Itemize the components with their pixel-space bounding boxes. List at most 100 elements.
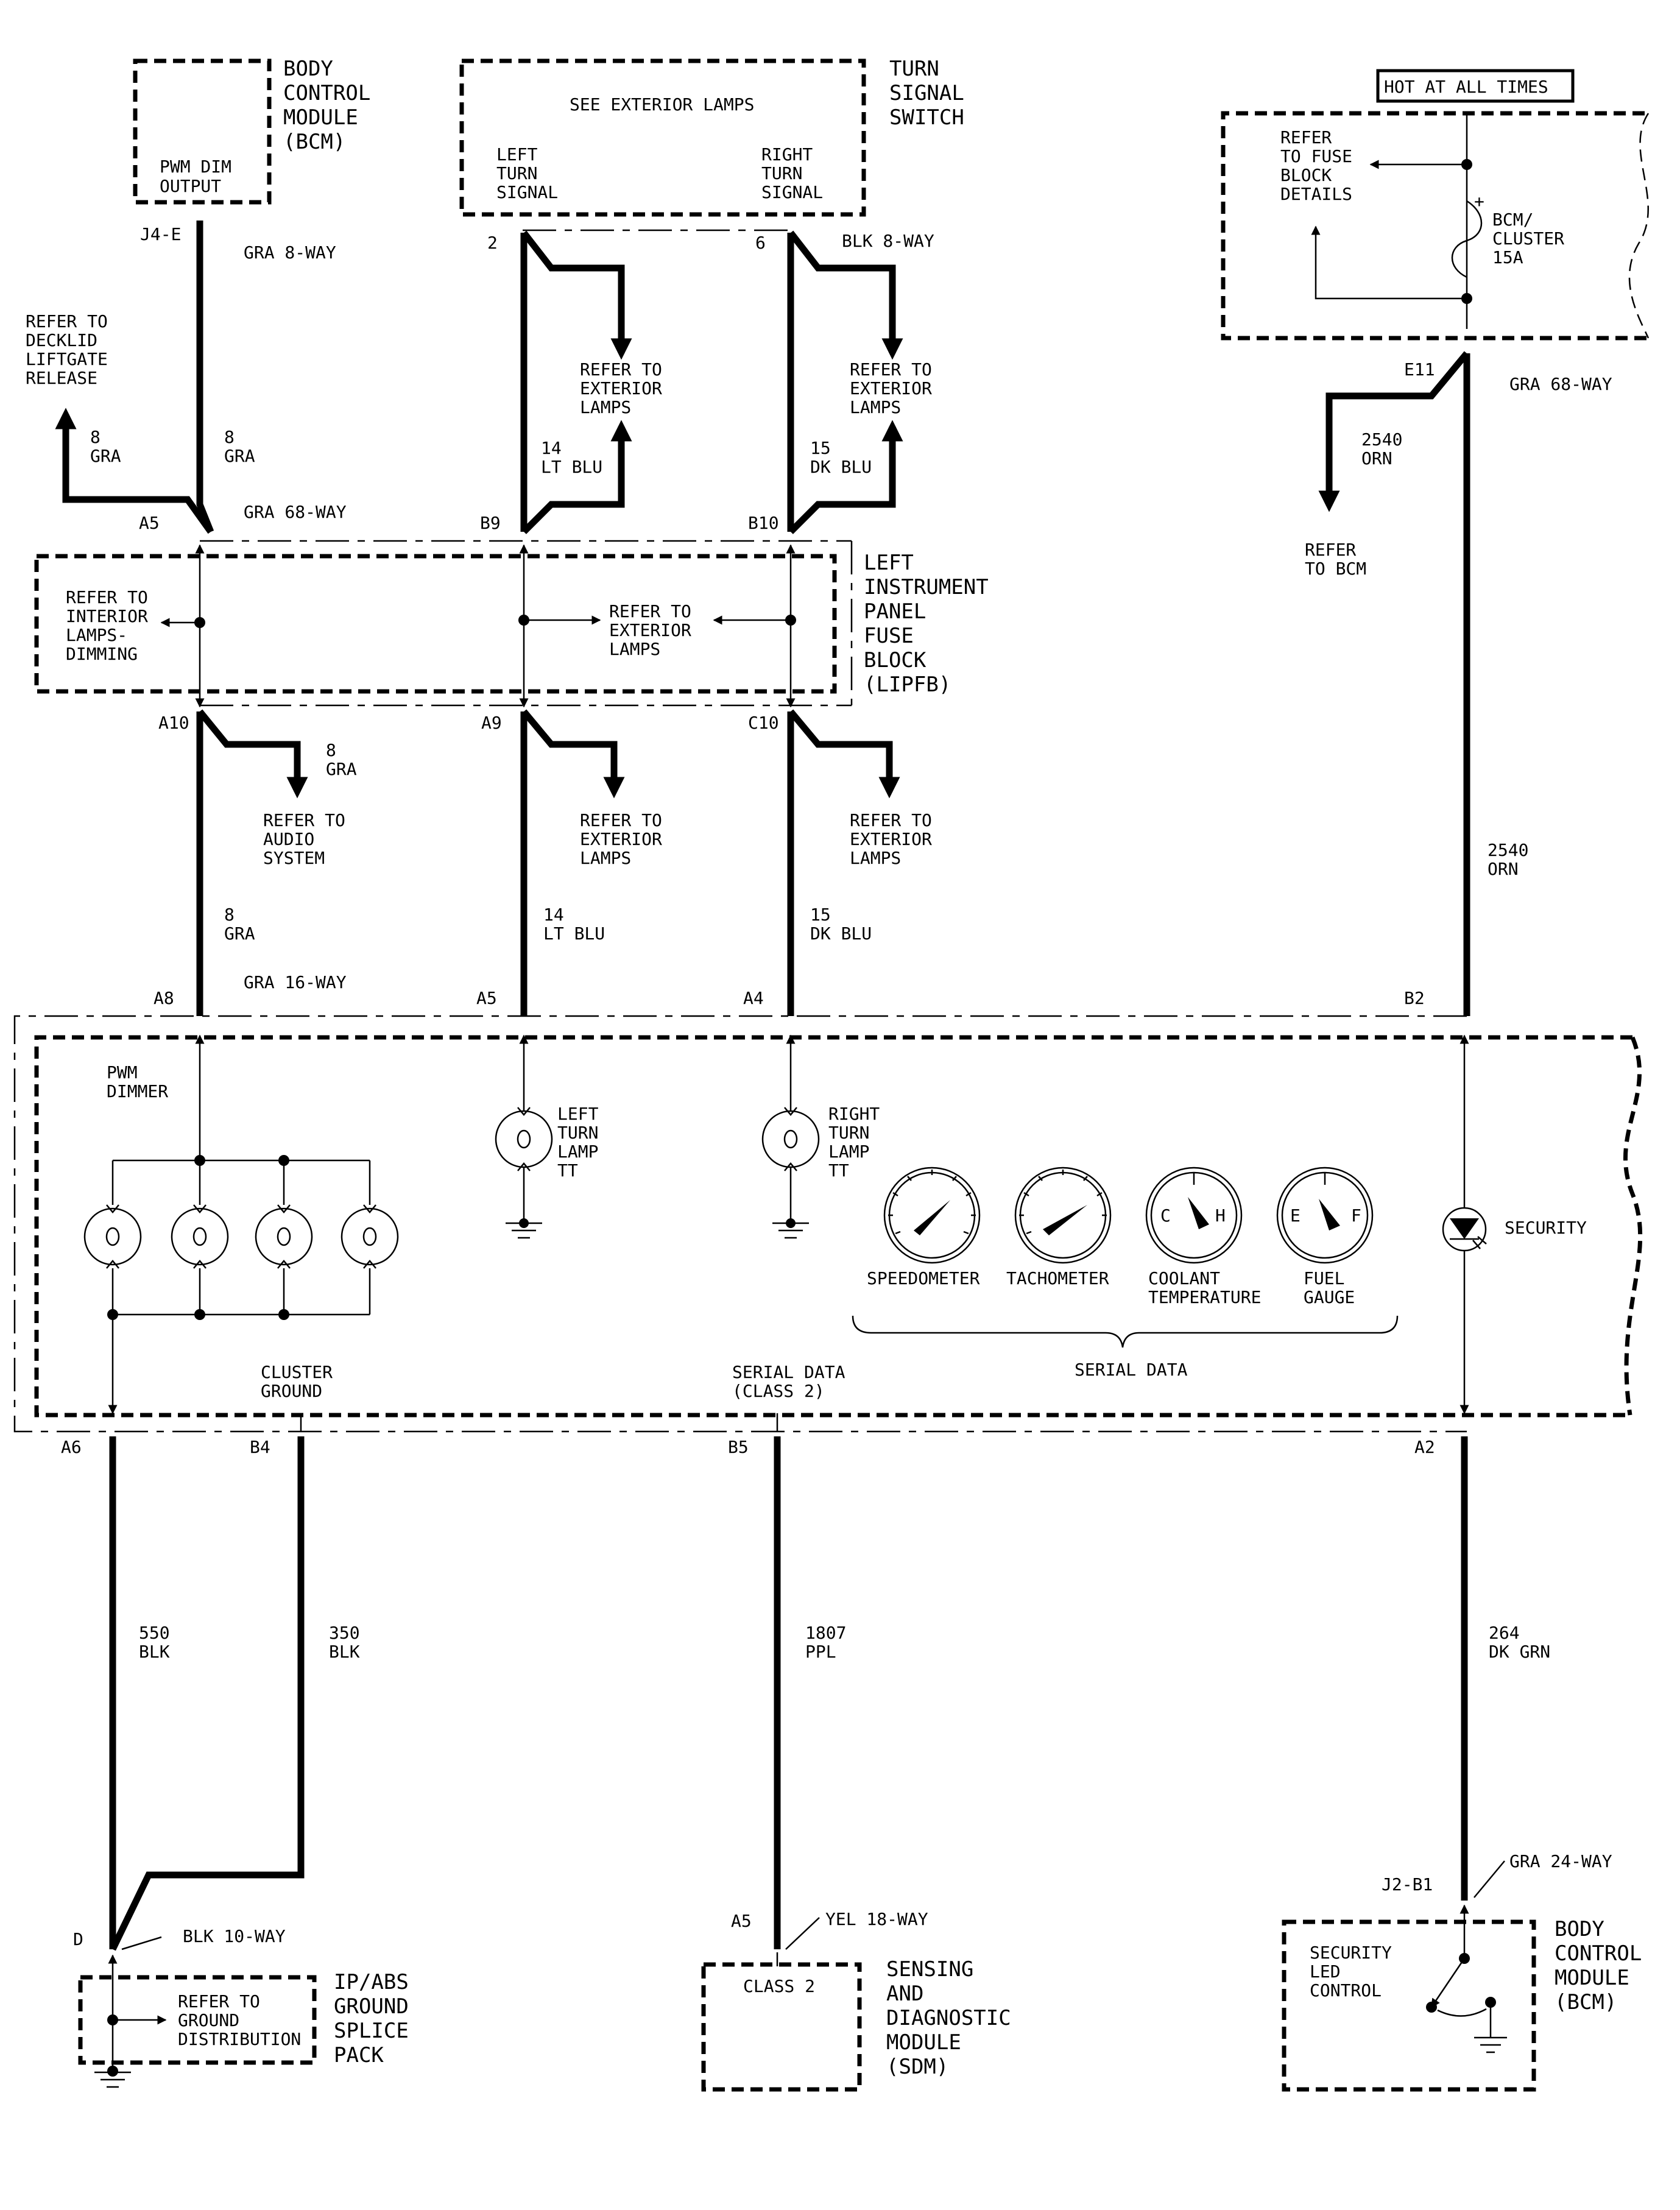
fuse-pin: E11: [1404, 359, 1435, 380]
refer-audio-3: SYSTEM: [263, 848, 325, 868]
serial-data-label: SERIAL DATA: [1075, 1360, 1188, 1380]
turn-signal-switch: SEE EXTERIOR LAMPS LEFT TURN SIGNAL RIGH…: [459, 57, 964, 253]
ground-title-4: PACK: [334, 2043, 384, 2067]
lamp-icon: [341, 1160, 399, 1315]
sdm-module: A5 YEL 18-WAY CLASS 2 SENSING AND DIAGNO…: [701, 1909, 1011, 2092]
instrument-cluster: A8 A5 A4 B2 GRA 16-WAY PWM DIMMER: [13, 972, 1643, 1457]
refer-decklid-4: RELEASE: [26, 368, 97, 388]
security-label: SECURITY: [1505, 1218, 1587, 1238]
cluster-ground-2: GROUND: [261, 1381, 322, 1401]
lamp-icon: [83, 1160, 142, 1315]
fuel-gauge-icon: [1276, 1167, 1374, 1264]
refer-ext-mid-1: REFER TO: [609, 601, 691, 621]
bcm-top-conn: GRA 8-WAY: [244, 242, 336, 263]
cluster-conn: GRA 16-WAY: [244, 972, 347, 992]
speedometer-icon: [883, 1167, 981, 1264]
turn-switch-right-2: TURN: [761, 163, 802, 183]
gauge-fuel-2: GAUGE: [1304, 1287, 1355, 1307]
switch-icon: [1430, 1958, 1466, 2008]
refer-ext-a-3: LAMPS: [580, 397, 631, 417]
class2-2: (CLASS 2): [732, 1381, 825, 1401]
right-turn-lamp-icon: [761, 1034, 820, 1239]
wire-15-b-color: DK BLU: [810, 923, 872, 944]
wire-8-gra-b-num: 8: [224, 427, 235, 447]
lipfb-pin-a5: A5: [139, 513, 160, 533]
gauge-mark-e: E: [1290, 1206, 1301, 1226]
refer-bcm-1: REFER: [1305, 540, 1356, 560]
cluster-pin-a2: A2: [1414, 1437, 1435, 1457]
refer-ext-d-3: LAMPS: [850, 848, 901, 868]
wire-8-gra-a-num: 8: [90, 427, 101, 447]
wire-350-color: BLK: [329, 1642, 360, 1662]
cluster-pin-a4: A4: [743, 988, 764, 1008]
pwm-dimmer-2: DIMMER: [107, 1081, 168, 1101]
security-led-icon: [1442, 1207, 1487, 1252]
sdm-conn: YEL 18-WAY: [825, 1909, 928, 1929]
sdm-title-1: SENSING: [886, 1957, 973, 1982]
left-tt-4: TT: [557, 1160, 578, 1181]
wire-15-b-num: 15: [810, 905, 831, 925]
wire-14-a-num: 14: [541, 438, 562, 458]
bcm-bot-box-3: CONTROL: [1310, 1980, 1382, 2000]
hot-at-all-times-label: HOT AT ALL TIMES: [1384, 77, 1548, 97]
wire-264-color: DK GRN: [1489, 1642, 1550, 1662]
fuse-refer-1: REFER: [1280, 127, 1332, 147]
lipfb-pin-a10: A10: [158, 713, 189, 733]
bcm-bot-title-1: BODY: [1555, 1917, 1604, 1941]
fuse-symbol: [1451, 200, 1483, 278]
lipfb-pin-b9: B9: [480, 513, 501, 533]
refer-ext-a-1: REFER TO: [580, 359, 662, 380]
wire-264-num: 264: [1489, 1623, 1520, 1643]
refer-audio-1: REFER TO: [263, 810, 345, 830]
sdm-pin: A5: [731, 1911, 752, 1931]
lipfb-title-3: PANEL: [864, 599, 926, 624]
bcm-top-output-1: PWM DIM: [160, 157, 231, 177]
lamp-icon: [171, 1160, 229, 1315]
refer-ext-b-1: REFER TO: [850, 359, 932, 380]
lipfb-fuse-block: A5 B9 B10 GRA 68-WAY A10 A9 C10 REFER TO…: [34, 502, 989, 733]
sdm-title-5: (SDM): [886, 2055, 948, 2079]
wire-550-num: 550: [139, 1623, 170, 1643]
lipfb-title-4: FUSE: [864, 624, 914, 648]
gauge-mark-f: F: [1351, 1206, 1361, 1226]
right-tt-3: LAMP: [828, 1142, 869, 1162]
lipfb-pin-c10: C10: [748, 713, 779, 733]
cluster-pin-a5: A5: [476, 988, 497, 1008]
fuse-label-2: CLUSTER: [1492, 228, 1564, 249]
bcm-top-title-4: (BCM): [283, 130, 345, 154]
refer-decklid-2: DECKLID: [26, 330, 97, 350]
lipfb-title-1: LEFT: [864, 551, 914, 575]
class2-1: SERIAL DATA: [732, 1362, 845, 1382]
cluster-pin-b2: B2: [1404, 988, 1425, 1008]
ground-refer-3: DISTRIBUTION: [178, 2029, 301, 2049]
refer-interior-1: REFER TO: [66, 587, 148, 607]
wire-labels: 8 GRA 8 GRA 14 LT BLU 15 DK BLU 2540 ORN…: [90, 427, 1550, 1662]
fuse-block: HOT AT ALL TIMES + BCM/ CLUSTER 15A REFE…: [1221, 69, 1650, 394]
wire-350-num: 350: [329, 1623, 360, 1643]
ground-title-3: SPLICE: [334, 2019, 409, 2043]
bcm-bot-title-3: MODULE: [1555, 1966, 1629, 1990]
bcm-top-title-1: BODY: [283, 57, 333, 81]
sdm-box: CLASS 2: [743, 1976, 815, 1996]
cluster-pin-a8: A8: [154, 988, 174, 1008]
ground-refer-2: GROUND: [178, 2010, 239, 2030]
left-tt-1: LEFT: [557, 1104, 599, 1124]
refer-decklid-1: REFER TO: [26, 311, 108, 331]
bcm-ground-icon: [1474, 2036, 1507, 2053]
ground-splice-pack: D BLK 10-WAY REFER TO GROUND DISTRIBUTIO…: [73, 1926, 409, 2088]
turn-switch-left-1: LEFT: [496, 144, 538, 164]
wires: [55, 221, 1470, 1951]
wire-8-gra-d-num: 8: [224, 905, 235, 925]
gauge-mark-h: H: [1215, 1206, 1226, 1226]
ground-icon: [94, 2071, 131, 2088]
lipfb-title-2: INSTRUMENT: [864, 575, 989, 599]
bcm-bot-box-2: LED: [1310, 1961, 1341, 1982]
gauge-mark-c: C: [1160, 1206, 1171, 1226]
bcm-bot-title-4: (BCM): [1555, 1990, 1617, 2014]
cluster-pin-b4: B4: [250, 1437, 270, 1457]
bcm-bot-box-1: SECURITY: [1310, 1943, 1392, 1963]
refer-labels: REFER TO DECKLID LIFTGATE RELEASE REFER …: [26, 311, 1366, 868]
wire-1807-color: PPL: [805, 1642, 836, 1662]
refer-interior-3: LAMPS-: [66, 625, 127, 645]
